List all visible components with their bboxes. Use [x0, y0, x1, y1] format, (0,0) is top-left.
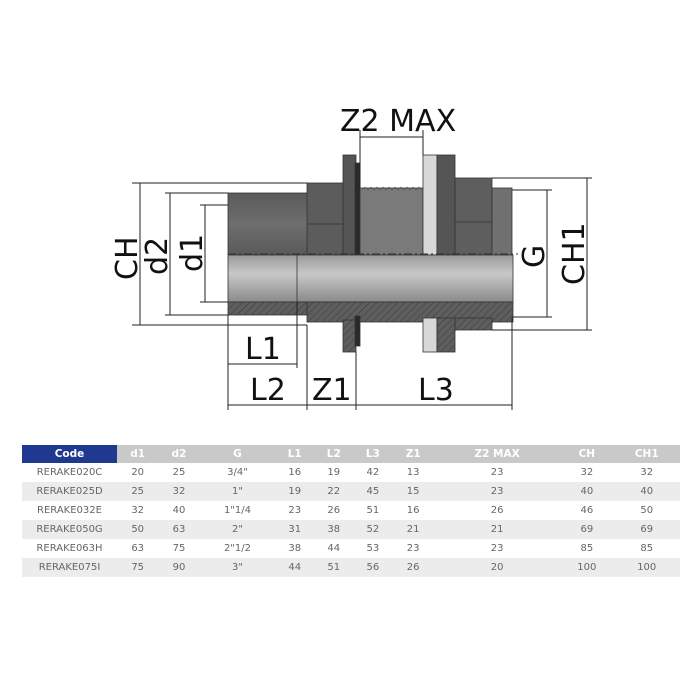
label-d1: d1 — [175, 234, 210, 272]
cell-value: 85 — [580, 543, 594, 554]
cell-value: 45 — [353, 482, 393, 501]
cell-value: 1" — [199, 482, 276, 501]
cell-value: 53 — [366, 543, 380, 554]
header-ch: CH — [560, 445, 614, 463]
cell-value: 23 — [288, 505, 302, 516]
cell-code: RERAKE025D — [22, 482, 117, 501]
header-l3: L3 — [353, 445, 393, 463]
table-row: RERAKE063H 63 75 2"1/2 38 44 53 23 23 85 85 — [22, 539, 680, 558]
dimensions-table: Code d1 d2 G L1 L2 L3 Z1 Z2 MAX CH CH1 R… — [22, 445, 680, 577]
cell-value: 26 — [490, 505, 504, 516]
cell-value: 63 — [158, 520, 200, 539]
cell-value: 21 — [392, 520, 434, 539]
label-g: G — [517, 245, 552, 268]
cell-value: 23 — [490, 543, 504, 554]
label-d2: d2 — [140, 237, 175, 275]
cell-value: 23 — [490, 467, 504, 478]
cell-value: 23 — [433, 482, 561, 501]
cell-code: RERAKE032E — [37, 505, 102, 516]
cell-value: 16 — [288, 467, 302, 478]
thread-marks — [361, 186, 423, 191]
cell-value: 19 — [327, 467, 341, 478]
header-code: Code — [22, 445, 117, 463]
label-z2max: Z2 MAX — [340, 104, 456, 139]
header-g: G — [199, 445, 276, 463]
cell-value: 26 — [392, 558, 434, 577]
cell-value: 20 — [131, 467, 145, 478]
cell-value: 20 — [433, 558, 561, 577]
cell-value: 100 — [613, 558, 680, 577]
label-l2: L2 — [250, 373, 286, 408]
cell-value: 85 — [640, 543, 654, 554]
cell-value: 13 — [406, 467, 420, 478]
cell-value: 21 — [433, 520, 561, 539]
label-l1: L1 — [245, 332, 281, 367]
cell-value: 51 — [314, 558, 354, 577]
cell-value: 22 — [314, 482, 354, 501]
cell-value: 40 — [613, 482, 680, 501]
header-l2: L2 — [314, 445, 354, 463]
cell-value: 40 — [172, 505, 186, 516]
label-ch1: CH1 — [557, 222, 592, 285]
header-d1: d1 — [117, 445, 159, 463]
label-z1: Z1 — [312, 373, 352, 408]
cell-value: 42 — [366, 467, 380, 478]
cell-code: RERAKE020C — [36, 467, 103, 478]
table-row: RERAKE020C 20 25 3/4" 16 19 42 13 23 32 32 — [22, 463, 680, 482]
cell-value: 32 — [580, 467, 594, 478]
cell-value: 25 — [117, 482, 159, 501]
cell-value: 1"1/4 — [223, 505, 251, 516]
cell-code: RERAKE075I — [22, 558, 117, 577]
fitting-drawing: Z2 MAX CH d2 d1 G CH1 L1 L2 Z1 L3 — [110, 104, 592, 410]
cell-value: 44 — [327, 543, 341, 554]
label-l3: L3 — [418, 373, 454, 408]
table-row: RERAKE032E 32 40 1"1/4 23 26 51 16 26 46 50 — [22, 501, 680, 520]
cell-value: 63 — [131, 543, 145, 554]
cell-value: 69 — [613, 520, 680, 539]
cell-value: 31 — [275, 520, 315, 539]
cell-value: 56 — [353, 558, 393, 577]
cell-value: 44 — [275, 558, 315, 577]
cell-value: 75 — [117, 558, 159, 577]
cell-value: 40 — [560, 482, 614, 501]
header-z2max: Z2 MAX — [433, 445, 561, 463]
cell-value: 16 — [406, 505, 420, 516]
header-ch1: CH1 — [613, 445, 680, 463]
fitting-body — [227, 154, 514, 353]
cell-value: 100 — [560, 558, 614, 577]
cell-value: 90 — [158, 558, 200, 577]
cell-value: 38 — [314, 520, 354, 539]
cell-value: 3/4" — [227, 467, 248, 478]
cell-value: 19 — [275, 482, 315, 501]
cell-value: 2"1/2 — [223, 543, 251, 554]
cell-value: 52 — [353, 520, 393, 539]
cell-value: 69 — [560, 520, 614, 539]
cell-value: 26 — [327, 505, 341, 516]
cell-value: 32 — [158, 482, 200, 501]
cell-code: RERAKE063H — [36, 543, 103, 554]
cell-value: 75 — [172, 543, 186, 554]
cell-value: 32 — [131, 505, 145, 516]
cell-value: 46 — [580, 505, 594, 516]
header-l1: L1 — [275, 445, 315, 463]
cell-value: 23 — [406, 543, 420, 554]
dimension-lines — [132, 130, 592, 410]
header-d2: d2 — [158, 445, 200, 463]
cell-value: 2" — [199, 520, 276, 539]
cell-value: 51 — [366, 505, 380, 516]
table-header-row: Code d1 d2 G L1 L2 L3 Z1 Z2 MAX CH CH1 — [22, 445, 680, 463]
cell-value: 3" — [199, 558, 276, 577]
label-ch: CH — [110, 236, 145, 280]
cell-value: 32 — [640, 467, 654, 478]
cell-value: 38 — [288, 543, 302, 554]
cell-value: 25 — [172, 467, 186, 478]
cell-code: RERAKE050G — [22, 520, 117, 539]
cell-value: 50 — [640, 505, 654, 516]
cell-value: 15 — [392, 482, 434, 501]
cell-value: 50 — [117, 520, 159, 539]
header-z1: Z1 — [392, 445, 434, 463]
